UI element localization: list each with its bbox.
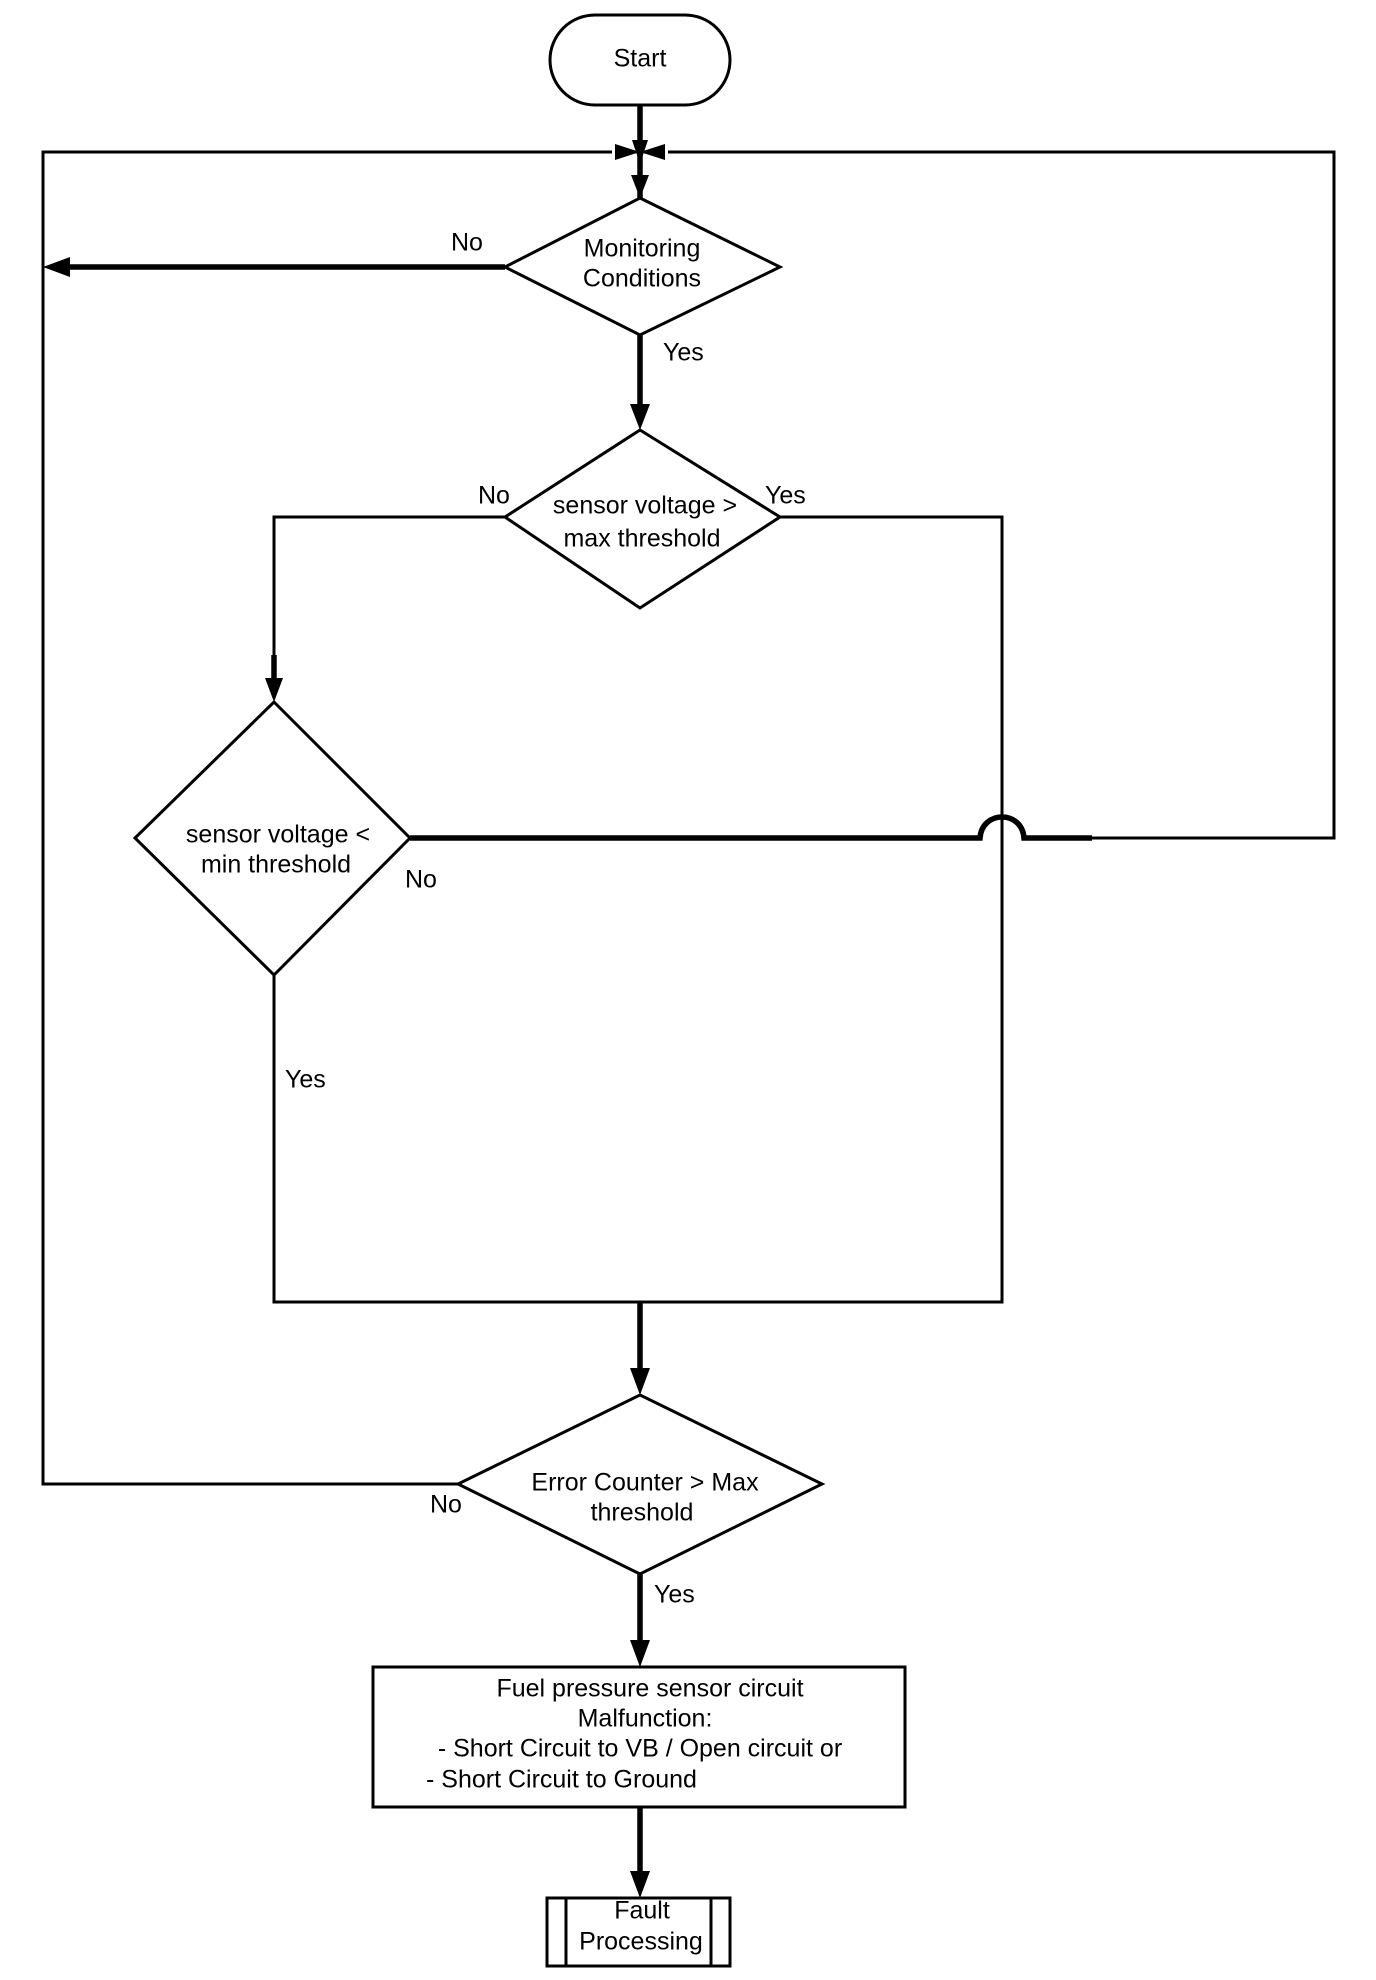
malfunction-label-line-3: - Short Circuit to VB / Open circuit or (438, 1735, 842, 1763)
monitoring-conditions-decision: Monitoring Conditions (501, 196, 784, 337)
fault-processing-node: Fault Processing (545, 1896, 732, 1968)
max-threshold-diamond-shape (502, 428, 783, 610)
error-counter-label-line-2: threshold (591, 1499, 694, 1527)
monitoring-label-line-1: Monitoring (584, 235, 701, 263)
edge-left-loop (41, 150, 612, 1486)
edge-max-no (272, 515, 505, 680)
malfunction-process: Fuel pressure sensor circuit Malfunction… (371, 1665, 907, 1809)
malfunction-label-line-2: Malfunction: (578, 1705, 713, 1733)
monitoring-label-line-2: Conditions (583, 265, 701, 293)
fault-processing-label-line-2: Processing (579, 1928, 703, 1956)
fault-processing-shape (545, 1896, 732, 1968)
monitoring-diamond-shape (501, 196, 784, 337)
arrowhead-malfunction-in (630, 1640, 650, 1667)
arrowhead-monitoring-in (631, 175, 649, 198)
error-yes-label: Yes (654, 1581, 695, 1609)
min-threshold-label-line-2: min threshold (201, 851, 351, 879)
max-no-label: No (478, 482, 510, 510)
arrowhead-merge-right (640, 144, 665, 160)
arrowhead-merge-down (632, 140, 648, 164)
error-counter-label-line-1: Error Counter > Max (531, 1469, 759, 1497)
min-threshold-diamond-shape (132, 699, 413, 978)
arrowhead-merge-left (615, 144, 640, 160)
arrowhead-max-in (630, 404, 650, 430)
max-threshold-label-line-1: sensor voltage > (553, 492, 737, 520)
edge-min-no (410, 814, 1092, 841)
edge-min-yes (272, 975, 640, 1304)
arrowhead-error-in (630, 1368, 650, 1395)
max-yes-label: Yes (765, 482, 806, 510)
min-yes-label: Yes (285, 1066, 326, 1094)
max-threshold-decision: sensor voltage > max threshold (502, 428, 783, 610)
min-threshold-label-line-1: sensor voltage < (186, 821, 370, 849)
min-no-label: No (405, 866, 437, 894)
error-no-label: No (430, 1491, 462, 1519)
arrowhead-fault-in (630, 1871, 650, 1898)
monitoring-yes-label: Yes (663, 339, 704, 367)
arrowhead-monitoring-no (43, 257, 70, 277)
start-node: Start (548, 13, 732, 107)
error-counter-decision: Error Counter > Max threshold (454, 1393, 826, 1576)
min-threshold-decision: sensor voltage < min threshold (132, 699, 413, 978)
max-threshold-label-line-2: max threshold (563, 525, 720, 553)
start-terminator-shape (548, 13, 732, 107)
arrowhead-min-in (265, 678, 283, 702)
start-label: Start (614, 45, 667, 73)
monitoring-no-label: No (451, 229, 483, 257)
fault-processing-label-line-1: Fault (614, 1897, 670, 1925)
error-counter-diamond-shape (454, 1393, 826, 1576)
malfunction-label-line-4: - Short Circuit to Ground (426, 1766, 697, 1794)
malfunction-label-line-1: Fuel pressure sensor circuit (496, 1675, 803, 1703)
edge-max-yes (640, 515, 1004, 1304)
edge-right-loop (668, 150, 1336, 840)
malfunction-process-shape (371, 1665, 907, 1809)
